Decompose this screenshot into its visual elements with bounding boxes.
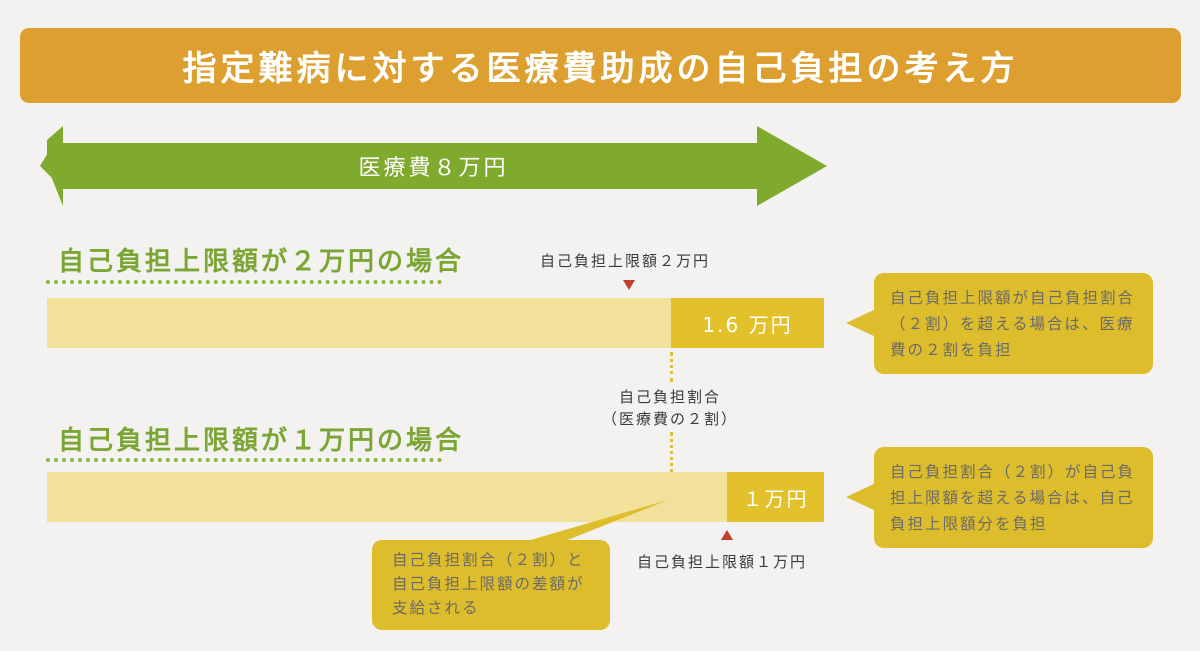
case2-note-line: 担上限額を超える場合は、自己 [890,489,1135,507]
total-cost-label: 医療費８万円 [358,156,509,181]
case1-bubble-pointer-icon [846,308,878,338]
case1-note-line: 費の２割を負担 [890,341,1013,359]
case1-cap-marker-icon [623,280,635,290]
case2-note-line: 自己負担割合（２割）が自己負 [890,463,1136,481]
case2-dotted-underline [46,458,442,462]
case2-payment-label: １万円 [742,486,809,511]
case2-payment-segment: １万円 [727,472,824,522]
case2-heading: 自己負担上限額が１万円の場合 [58,426,465,456]
subsidy-note-line: 自己負担割合（２割）と [392,551,585,569]
case1-dotted-underline [46,280,442,284]
case1-note-line: （２割）を超える場合は、医療 [890,315,1135,333]
case1-payment-label: 1.6 万円 [702,312,793,337]
ratio-label-line2: （医療費の２割） [601,410,738,428]
case2-note-line: 負担上限額分を負担 [890,515,1048,533]
subsidy-bubble-pointer-icon [520,500,668,543]
case1-cost-bar [47,298,671,348]
ratio-dotted-line-upper [670,352,673,382]
case2-cap-marker-icon [721,530,733,540]
case1-note-line: 自己負担上限額が自己負担割合 [890,289,1136,307]
subsidy-note-bubble: 自己負担割合（２割）と 自己負担上限額の差額が 支給される [372,540,610,630]
case1-cap-label: 自己負担上限額２万円 [540,252,711,270]
case2-note-bubble: 自己負担割合（２割）が自己負 担上限額を超える場合は、自己 負担上限額分を負担 [874,447,1153,548]
case2-bubble-pointer-icon [846,482,878,512]
case1-heading: 自己負担上限額が２万円の場合 [58,247,465,277]
case1-payment-segment: 1.6 万円 [671,298,824,348]
subsidy-note-line: 支給される [392,599,480,617]
ratio-label-line1: 自己負担割合 [618,388,721,406]
case1-note-bubble: 自己負担上限額が自己負担割合 （２割）を超える場合は、医療 費の２割を負担 [874,273,1153,374]
case2-cap-label: 自己負担上限額１万円 [637,553,808,571]
subsidy-note-line: 自己負担上限額の差額が [392,575,585,593]
double-arrow-icon [40,126,827,206]
page-title: 指定難病に対する医療費助成の自己負担の考え方 [20,28,1181,103]
case2-cost-bar [47,472,727,522]
